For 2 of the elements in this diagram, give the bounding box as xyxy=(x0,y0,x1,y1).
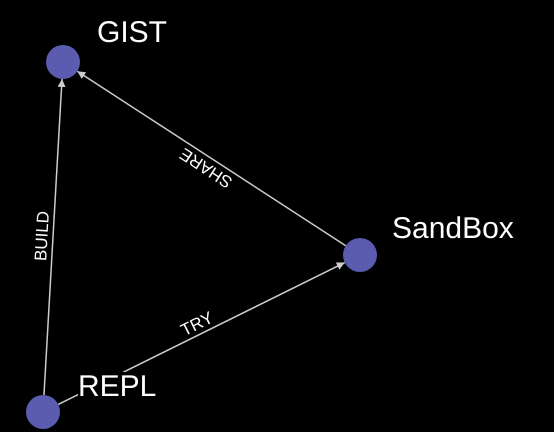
arrow xyxy=(43,78,66,396)
arrow xyxy=(76,70,346,246)
